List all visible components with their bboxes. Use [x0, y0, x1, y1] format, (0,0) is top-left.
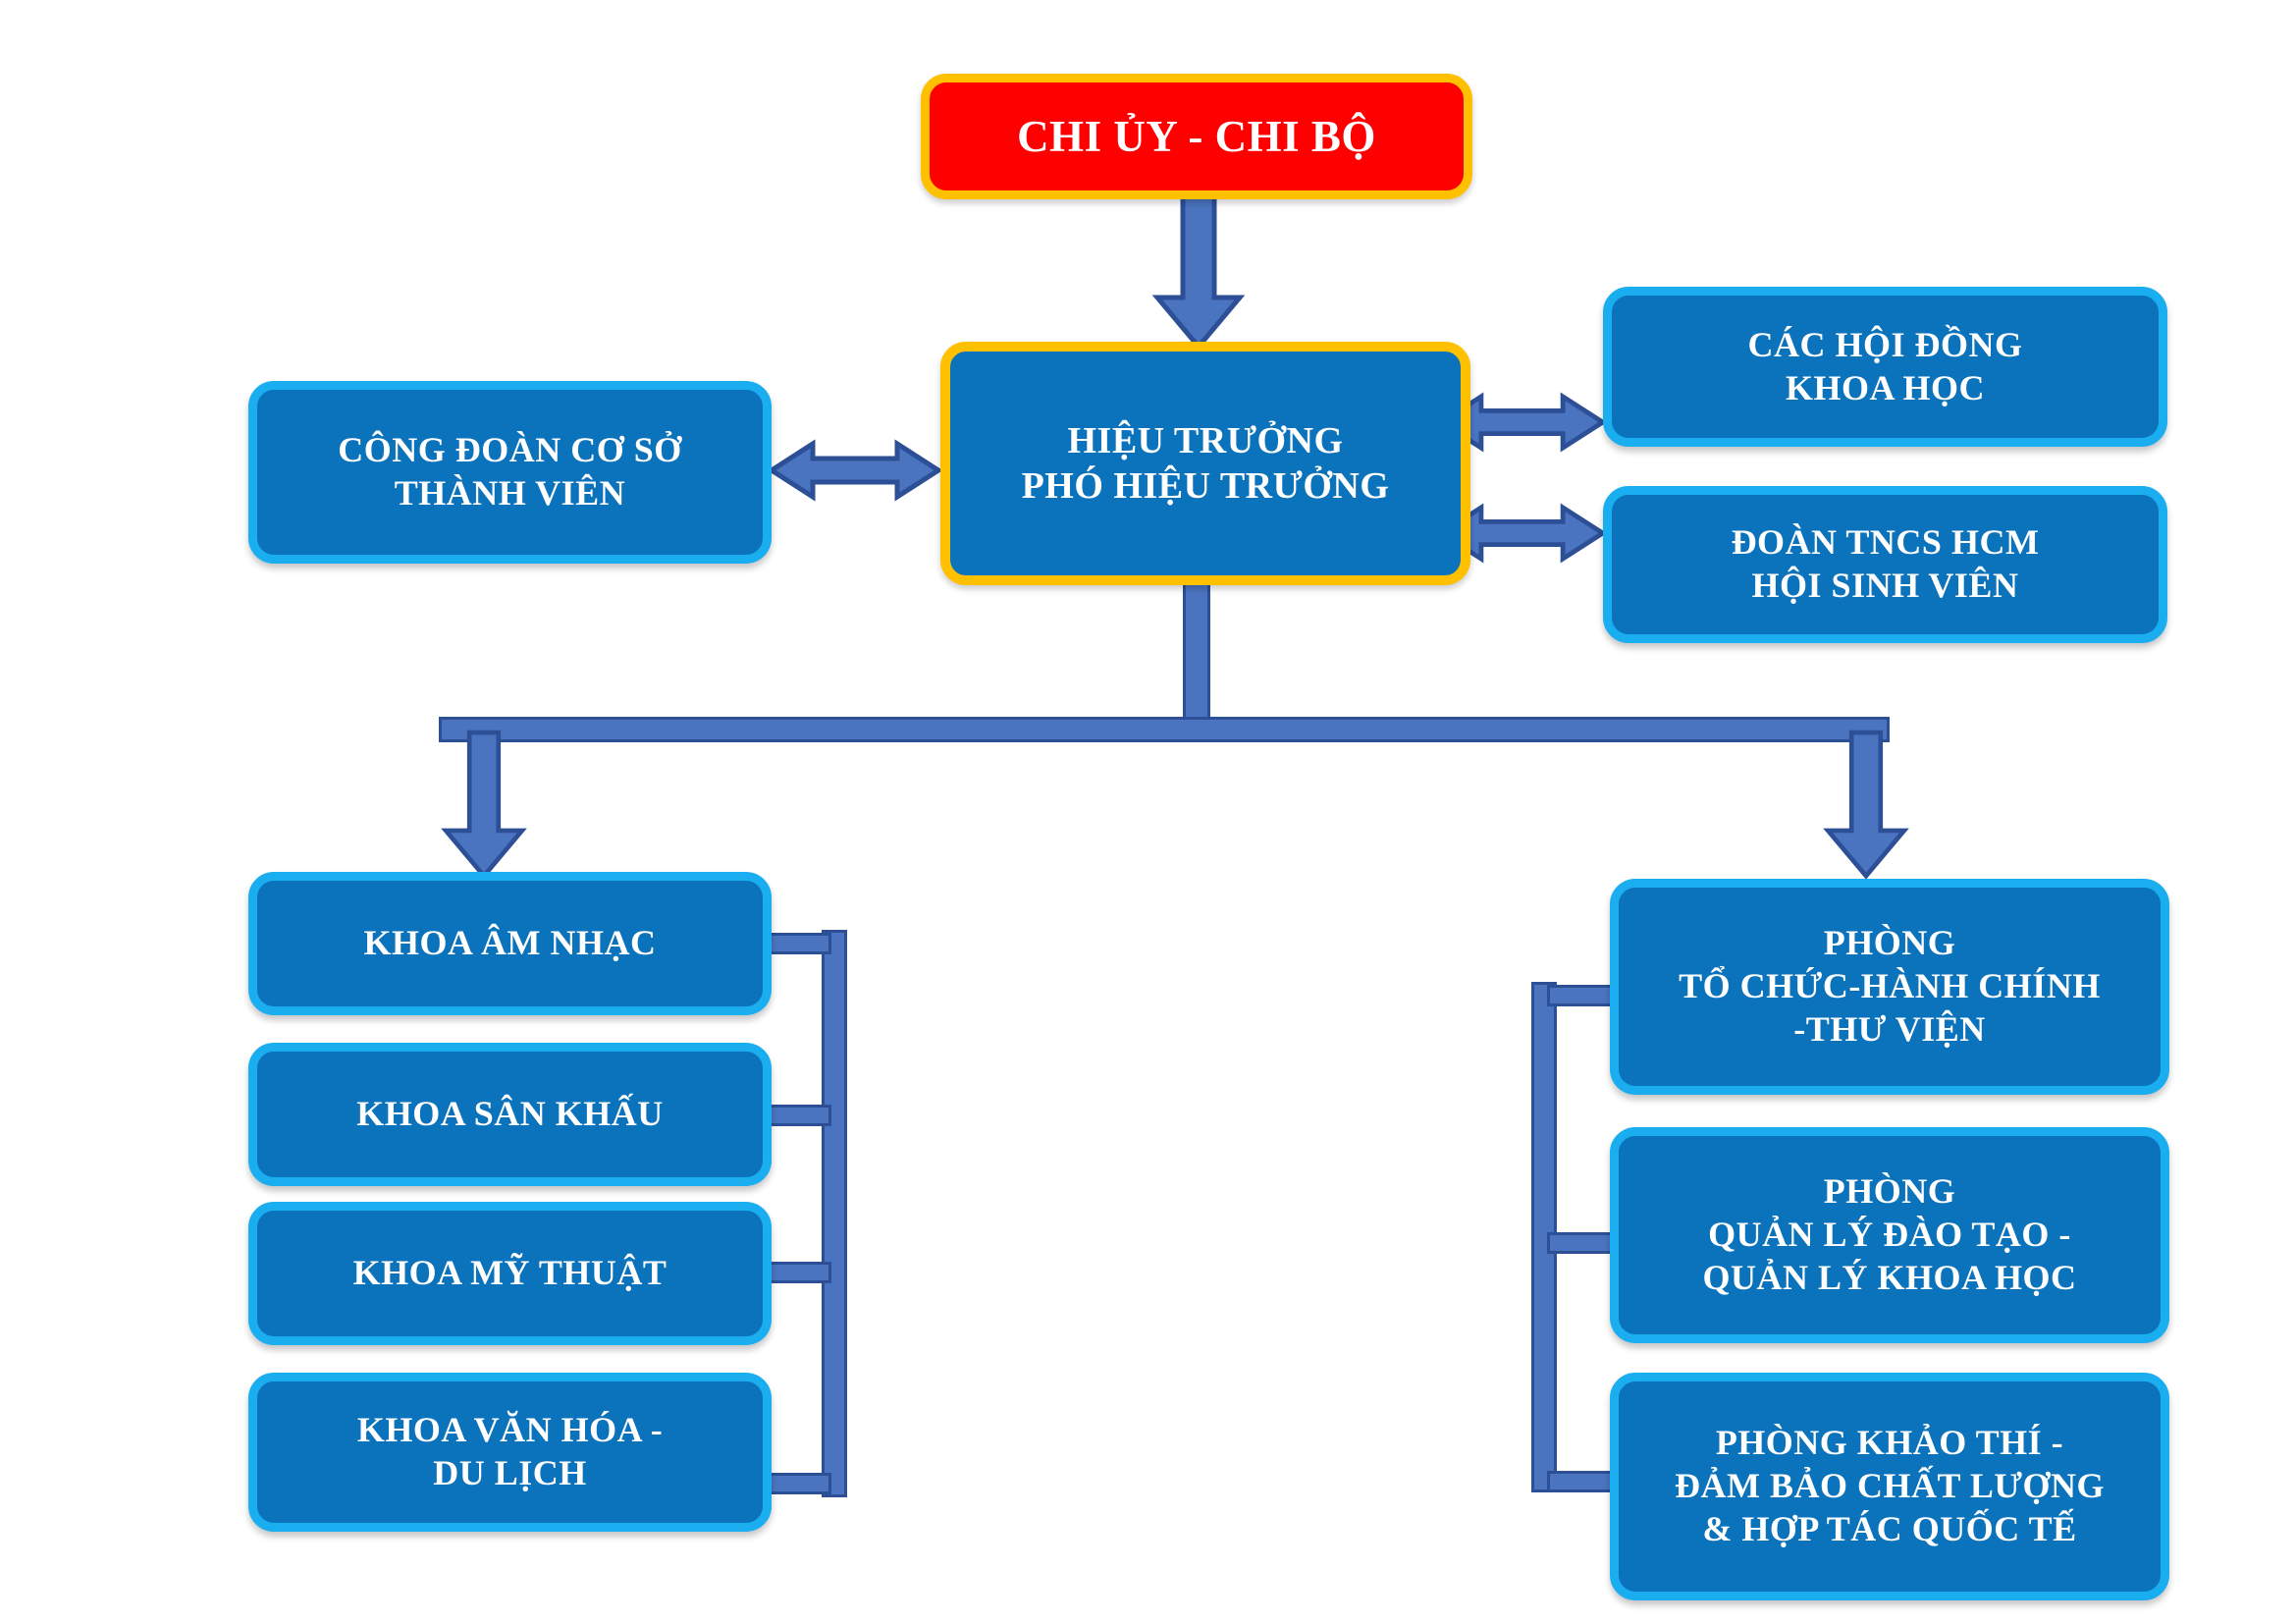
node-faculty-culture-tourism[interactable]: KHOA VĂN HÓA - DU LỊCH [248, 1373, 772, 1532]
node-principal-label: HIỆU TRƯỞNG PHÓ HIỆU TRƯỞNG [1021, 419, 1390, 507]
node-principal[interactable]: HIỆU TRƯỞNG PHÓ HIỆU TRƯỞNG [940, 342, 1470, 585]
departments-bracket-stub-1 [1547, 985, 1616, 1006]
node-science-councils[interactable]: CÁC HỘI ĐỒNG KHOA HỌC [1603, 287, 2167, 447]
arrow-principal-youth-union [1436, 503, 1608, 564]
node-trade-union[interactable]: CÔNG ĐOÀN CƠ SỞ THÀNH VIÊN [248, 381, 772, 564]
node-faculty-culture-tourism-label: KHOA VĂN HÓA - DU LỊCH [356, 1410, 664, 1492]
trunk-horizontal-connector [439, 717, 1890, 742]
faculties-bracket-stub-3 [763, 1262, 831, 1283]
arrow-principal-trade-union [767, 439, 943, 502]
node-dept-testing-quality-intl[interactable]: PHÒNG KHẢO THÍ - ĐẢM BẢO CHẤT LƯỢNG & HỢ… [1610, 1373, 2169, 1600]
node-dept-training-science-management-label: PHÒNG QUẢN LÝ ĐÀO TẠO - QUẢN LÝ KHOA HỌC [1702, 1171, 2077, 1297]
node-faculty-theatre[interactable]: KHOA SÂN KHẤU [248, 1043, 772, 1186]
node-faculty-music-label: KHOA ÂM NHẠC [363, 923, 657, 963]
faculties-bracket-stub-1 [763, 933, 831, 954]
node-dept-organization-admin-library[interactable]: PHÒNG TỔ CHỨC-HÀNH CHÍNH -THƯ VIỆN [1610, 879, 2169, 1095]
node-party-committee[interactable]: CHI ỦY - CHI BỘ [921, 74, 1472, 199]
node-trade-union-label: CÔNG ĐOÀN CƠ SỞ THÀNH VIÊN [338, 430, 682, 513]
node-dept-organization-admin-library-label: PHÒNG TỔ CHỨC-HÀNH CHÍNH -THƯ VIỆN [1679, 923, 2101, 1049]
trunk-vertical-connector [1183, 579, 1210, 729]
node-faculty-music[interactable]: KHOA ÂM NHẠC [248, 872, 772, 1015]
departments-bracket-stub-3 [1547, 1471, 1616, 1492]
node-dept-testing-quality-intl-label: PHÒNG KHẢO THÍ - ĐẢM BẢO CHẤT LƯỢNG & HỢ… [1674, 1423, 2105, 1548]
node-faculty-fine-arts-label: KHOA MỸ THUẬT [352, 1253, 667, 1293]
arrow-branch-departments [1823, 730, 1909, 880]
faculties-bracket-spine [822, 930, 847, 1497]
node-party-committee-label: CHI ỦY - CHI BỘ [1017, 111, 1376, 161]
node-youth-union[interactable]: ĐOÀN TNCS HCM HỘI SINH VIÊN [1603, 486, 2167, 643]
arrow-party-to-principal [1151, 189, 1246, 351]
arrow-principal-science-councils [1436, 392, 1608, 453]
node-faculty-fine-arts[interactable]: KHOA MỸ THUẬT [248, 1202, 772, 1345]
node-faculty-theatre-label: KHOA SÂN KHẤU [356, 1094, 664, 1134]
faculties-bracket-stub-2 [763, 1105, 831, 1126]
node-youth-union-label: ĐOÀN TNCS HCM HỘI SINH VIÊN [1731, 522, 2040, 605]
faculties-bracket-stub-4 [763, 1473, 831, 1494]
arrow-branch-faculties [441, 730, 527, 880]
departments-bracket-stub-2 [1547, 1232, 1616, 1254]
node-dept-training-science-management[interactable]: PHÒNG QUẢN LÝ ĐÀO TẠO - QUẢN LÝ KHOA HỌC [1610, 1127, 2169, 1343]
node-science-councils-label: CÁC HỘI ĐỒNG KHOA HỌC [1747, 324, 2023, 407]
